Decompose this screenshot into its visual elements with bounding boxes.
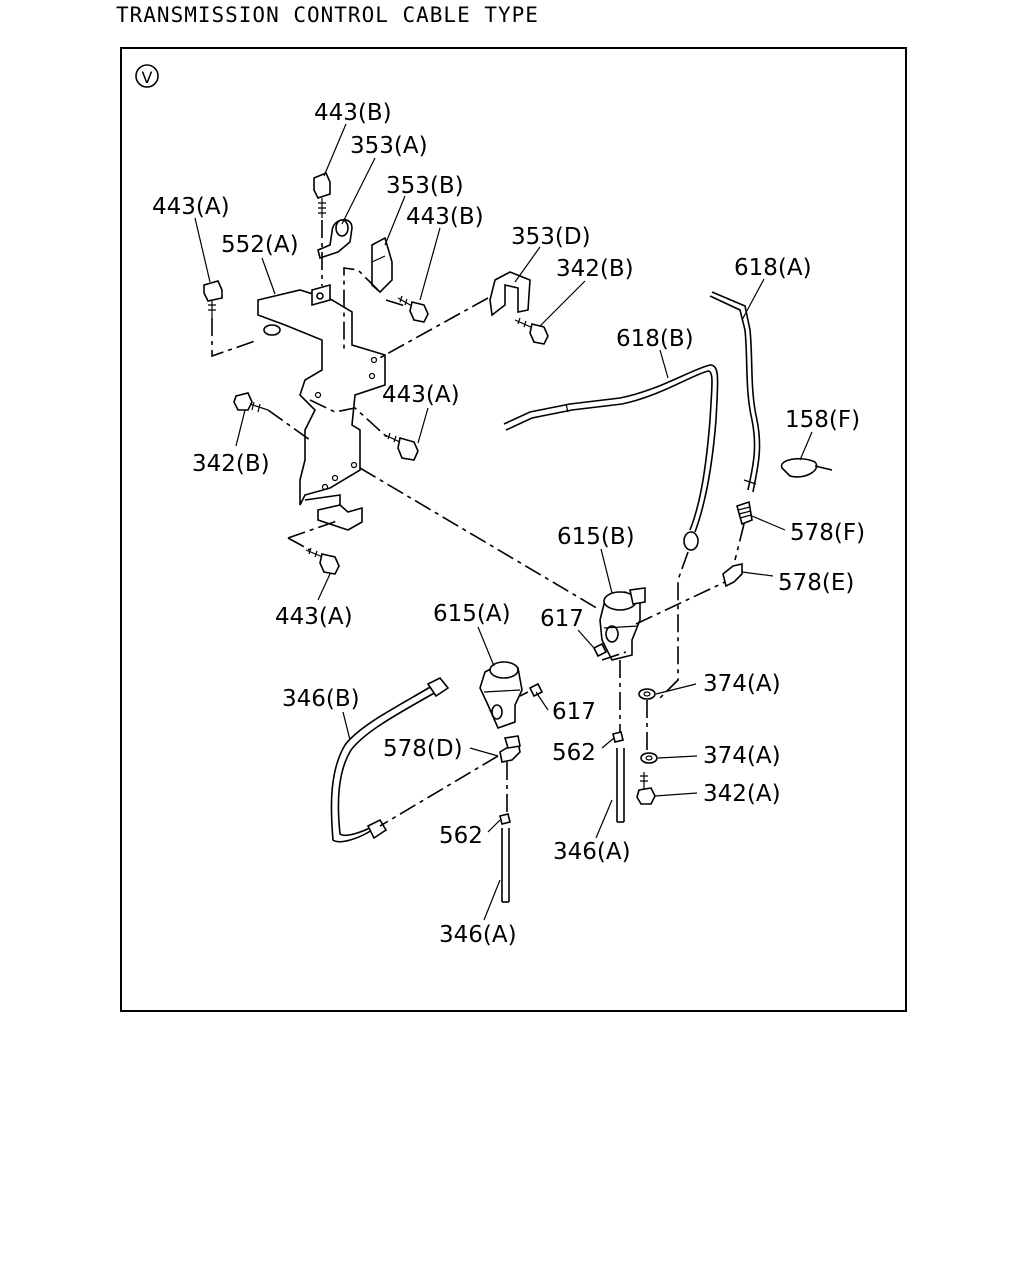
hose-618b	[503, 364, 719, 551]
cap-562-lower	[499, 813, 511, 825]
bolt-342a	[636, 772, 656, 805]
label-353b: 353(B)	[386, 173, 464, 199]
valve-615a	[479, 661, 523, 730]
washer-374a-lower	[640, 752, 658, 764]
label-617: 617	[552, 699, 596, 725]
part-labels: 443(B) 353(A) 353(B) 443(A) 443(B) 552(A…	[152, 100, 865, 948]
label-618b: 618(B)	[616, 326, 694, 352]
label-342b: 342(B)	[192, 451, 270, 477]
label-618a: 618(A)	[734, 255, 812, 281]
label-552a: 552(A)	[221, 232, 299, 258]
washer-374a-upper	[638, 688, 656, 700]
view-marker: V	[135, 64, 159, 88]
label-374a: 374(A)	[703, 671, 781, 697]
fitting-578f	[736, 500, 753, 526]
label-342a: 342(A)	[703, 781, 781, 807]
label-617: 617	[540, 606, 584, 632]
bolt-342b-right	[514, 317, 549, 345]
bolt-443b-top	[313, 171, 331, 218]
pipe-346a-right	[616, 748, 625, 823]
label-342b: 342(B)	[556, 256, 634, 282]
valve-615b	[599, 587, 646, 661]
label-443a: 443(A)	[152, 194, 230, 220]
elbow-578d	[499, 735, 521, 763]
hose-618a	[709, 291, 761, 493]
clip-353d	[489, 271, 531, 317]
label-615b: 615(B)	[557, 524, 635, 550]
clamp-158f	[780, 457, 833, 478]
label-443a: 443(A)	[382, 382, 460, 408]
cap-562-upper	[612, 731, 624, 743]
bolt-443b-mid	[397, 295, 429, 323]
bolt-443a-center	[384, 432, 419, 461]
clip-353a	[317, 219, 353, 260]
label-578f: 578(F)	[790, 520, 865, 546]
label-346a: 346(A)	[439, 922, 517, 948]
label-578d: 578(D)	[383, 736, 463, 762]
pipe-346a-left	[501, 828, 510, 903]
bolt-443a-left	[203, 280, 223, 318]
label-346a: 346(A)	[553, 839, 631, 865]
label-443a: 443(A)	[275, 604, 353, 630]
label-443b: 443(B)	[406, 204, 484, 230]
label-562: 562	[439, 823, 483, 849]
assembly-lines	[211, 220, 745, 827]
bolt-342b-left	[233, 392, 269, 413]
leader-lines	[194, 123, 813, 921]
fitting-617-lower	[528, 682, 544, 698]
label-353d: 353(D)	[511, 224, 591, 250]
bracket-552a	[257, 283, 386, 531]
clip-353b	[371, 236, 393, 294]
label-346b: 346(B)	[282, 686, 360, 712]
diagram-frame	[120, 47, 907, 1012]
label-443b: 443(B)	[314, 100, 392, 126]
label-158f: 158(F)	[785, 407, 860, 433]
label-374a: 374(A)	[703, 743, 781, 769]
fitting-578e	[722, 563, 743, 588]
label-353a: 353(A)	[350, 133, 428, 159]
page-title: TRANSMISSION CONTROL CABLE TYPE	[116, 3, 539, 27]
label-562: 562	[552, 740, 596, 766]
label-578e: 578(E)	[778, 570, 854, 596]
bolt-443a-bottom	[305, 547, 340, 575]
label-615a: 615(A)	[433, 601, 511, 627]
svg-text:V: V	[142, 68, 153, 87]
fitting-617-upper	[592, 642, 608, 658]
